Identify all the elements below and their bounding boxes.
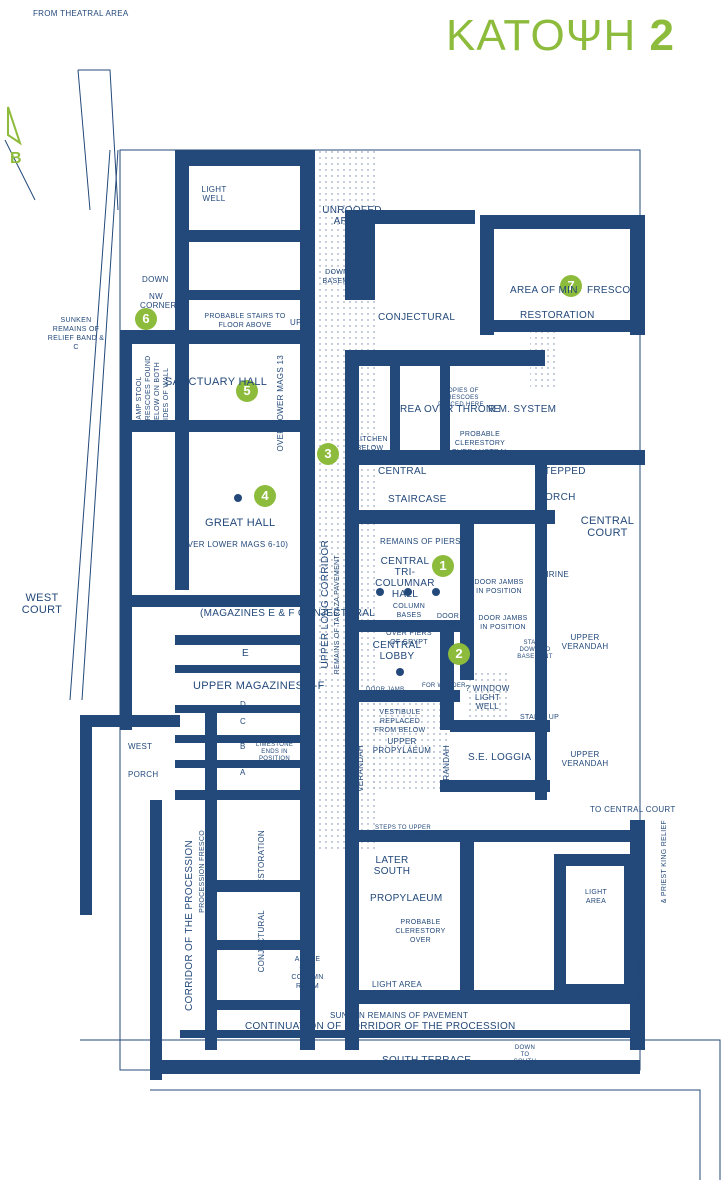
label: SUNKEN REMAINS OF RELIEF BAND & c — [47, 317, 105, 351]
label: E — [242, 648, 249, 659]
label: SUNKEN REMAINS OF PAVEMENT — [637, 900, 644, 1022]
label: GREAT HALL — [205, 517, 276, 529]
title-number: 2 — [649, 11, 675, 60]
label: S.E. LOGGIA — [468, 752, 532, 763]
theatral-stairs — [4, 69, 119, 211]
plan-title: ΚΑΤΟΨΗ 2 — [446, 12, 675, 60]
label: VESTIBULE REPLACED FROM BELOW — [374, 709, 426, 734]
label: & PRIEST KING RELIEF — [661, 820, 668, 904]
label: CORRIDOR OF THE PROCESSION — [184, 840, 195, 1011]
label: FOR WARDER — [422, 683, 466, 689]
label: LIGHT AREA — [372, 980, 422, 989]
label: PROPYLAEUM — [370, 893, 443, 904]
label: RESTORATION — [257, 830, 266, 891]
label: STAIRS DOWN TO BASEMENT — [517, 640, 553, 660]
marker-5[interactable]: 5 — [236, 380, 258, 402]
label: CAMP STOOL FRESCOES FOUND BELOW ON BOTH … — [136, 355, 170, 425]
label: CENTRAL COURT — [580, 515, 635, 539]
label: LIGHT WELL — [201, 185, 227, 203]
label: LATER SOUTH — [373, 855, 411, 877]
label: STEPS TO UPPER PROPYLAEUM — [375, 825, 431, 838]
label: CENTRAL — [378, 466, 427, 477]
label: DOWN — [142, 275, 169, 284]
label: UP — [290, 318, 302, 327]
marker-6[interactable]: 6 — [135, 308, 157, 330]
label: SUNKEN REMAINS OF PAVEMENT — [330, 1011, 469, 1020]
label: CONJECTURAL — [378, 312, 456, 323]
marker-3[interactable]: 3 — [317, 443, 339, 465]
label: NW CORNER — [140, 292, 177, 310]
label: UPPER LONG CORRIDOR — [320, 540, 331, 669]
label: COPIES OF FRESCOES PLACED HERE — [438, 388, 484, 408]
label: PROBABLE CLERESTORY OVER — [395, 919, 446, 944]
label: RESTORATION — [520, 310, 595, 321]
label: SANCTUARY HALL — [165, 376, 268, 388]
label: DOWN TO BASEMENT — [322, 269, 364, 285]
label: AREA OF MIN — [510, 285, 578, 296]
label: FROM THEATRAL AREA — [33, 9, 129, 18]
label: CONJECTURAL — [257, 910, 266, 973]
marker-1[interactable]: 1 — [432, 555, 454, 577]
label: VERANDAH — [442, 745, 451, 792]
marker-4[interactable]: 4 — [254, 485, 276, 507]
label: DOOR JAMB — [366, 687, 405, 693]
north-label: B — [10, 150, 22, 167]
label: UPPER PROPYLAEUM — [372, 737, 432, 755]
label: ABOVE ONE COLUMN ROOM — [291, 956, 324, 990]
label: LIGHT AREA — [584, 889, 608, 905]
label: (MAGAZINES E & F CONJECTURAL — [200, 608, 376, 619]
label: REMAINS OF PIERS — [380, 537, 461, 546]
label: UPPER MAGAZINES A-F — [193, 680, 325, 692]
label: A — [240, 768, 246, 777]
label: UPPER VERANDAH — [561, 633, 609, 651]
walls — [80, 150, 645, 1080]
label: WEST — [128, 742, 153, 751]
label: DOOR JAMBS IN POSITION — [478, 615, 528, 631]
marker-2[interactable]: 2 — [448, 643, 470, 665]
label: COLUMN BASES REPLACED OVER PIERS OF CRYP… — [386, 603, 432, 646]
label: PROCESSION FRESCO — [199, 830, 206, 913]
label: PROBABLE CLERESTORY OVER LUSTRAL BASIN — [451, 431, 509, 465]
label: CENTRAL LOBBY — [372, 640, 422, 662]
label: STEPPED — [537, 466, 586, 477]
label: PORCH — [128, 770, 159, 779]
label: PROBABLE STAIRS TO FLOOR ABOVE — [204, 313, 286, 329]
label: CENTRAL TRI-COLUMNAR HALL — [375, 556, 435, 600]
label: VERANDAH — [356, 745, 365, 792]
label: WEST COURT — [21, 592, 63, 616]
label: PORCH — [538, 492, 576, 503]
label: B — [240, 742, 246, 751]
label: UPPER VERANDAH — [561, 750, 609, 768]
label: OVER LOWER MAGS 13 — [276, 355, 285, 452]
label: AREA OVER THRONE — [393, 404, 501, 415]
label: FRESCO — [587, 285, 631, 296]
title-word: ΚΑΤΟΨΗ — [446, 11, 637, 60]
label: DOOR JAMBS IN POSITION — [474, 579, 524, 595]
label: C — [240, 717, 247, 726]
label: CONTINUATION OF CORRIDOR OF THE PROCESSI… — [245, 1021, 516, 1032]
label: DOWN TO SOUTH PORCH — [513, 1045, 537, 1072]
label: SHRINE — [537, 570, 570, 579]
label: TO CENTRAL COURT — [590, 805, 676, 814]
label: STAIRCASE — [388, 494, 447, 505]
label: D — [240, 700, 247, 709]
label: (OVER LOWER MAGS 6-10) — [178, 540, 289, 549]
label: DOOR JAMB — [436, 613, 460, 629]
label: STAIRS UP — [520, 714, 560, 721]
marker-7[interactable]: 7 — [560, 275, 582, 297]
label: ? WINDOW LIGHT WELL — [465, 684, 510, 711]
label: KITCHEN BELOW — [355, 436, 388, 452]
label: SOUTH TERRACE — [382, 1055, 472, 1066]
label: LIMESTONE ENDS IN POSITION — [255, 742, 294, 762]
label: R.M. SYSTEM — [488, 404, 557, 415]
north-arrow-icon — [7, 106, 22, 146]
label: UNROOFED AREA ? — [322, 205, 382, 227]
